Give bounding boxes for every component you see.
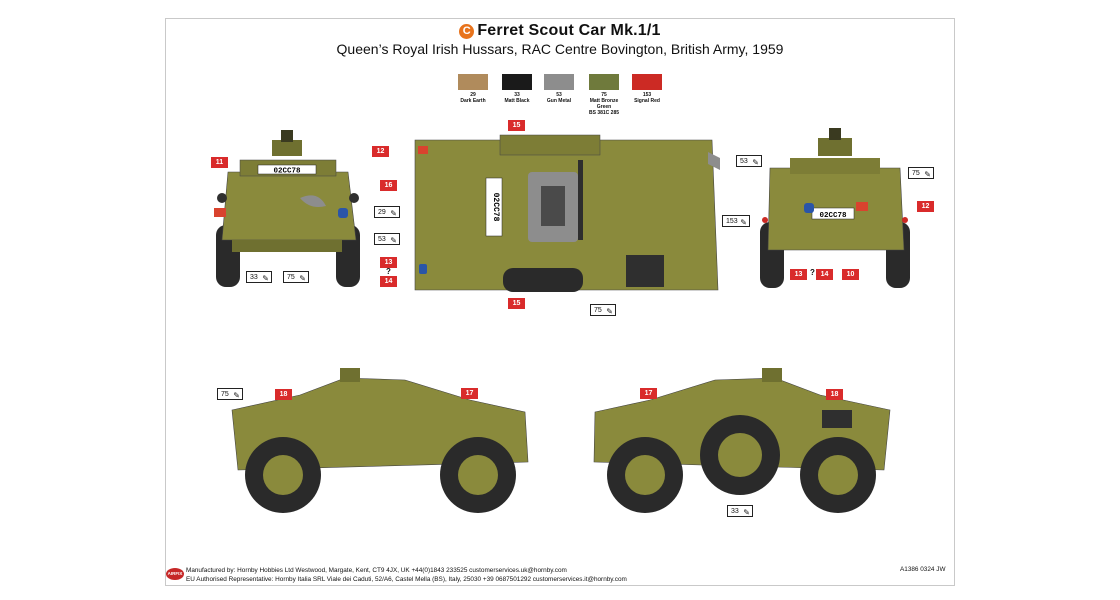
paint-number: 33 [514,92,520,98]
top-view: 02CC78 [414,134,720,292]
callout-decal: 11 [211,157,228,168]
paint-name: Signal Red [634,98,660,104]
front-view: 02CC78 [214,130,360,287]
paint-name: Dark Earth [460,98,486,104]
title-text: Ferret Scout Car Mk.1/1 [477,22,661,39]
right-side-view [593,368,891,513]
footer-manufacturer: Manufactured by: Hornby Hobbies Ltd West… [186,567,567,574]
paint-ref: 75✎ [283,271,309,283]
sheet-code: A1386 0324 JW [900,566,946,573]
callout-decal: 17 [640,388,657,399]
rear-view: 02CC78 [760,128,910,288]
paint-ref: 75✎ [908,167,934,179]
paint-ref: 75✎ [590,304,616,316]
callout-decal: 15 [508,298,525,309]
paint-swatch: 153 Signal Red [631,74,663,104]
paint-swatch: 29 Dark Earth [457,74,489,104]
callout-decal: 16 [380,180,397,191]
callout-decal: 18 [275,389,292,400]
top-plate: 02CC78 [491,193,500,222]
airfix-logo: AIRFIX [166,568,184,580]
footer-eu-rep: EU Authorised Representative: Hornby Ita… [186,576,627,583]
paint-name: Gun Metal [546,98,572,104]
copyright-icon: C [459,24,475,39]
paint-ref: 53✎ [736,155,762,167]
paint-name: Matt Bronze Green [589,98,619,110]
paint-chip [632,74,662,90]
page-subtitle: Queen’s Royal Irish Hussars, RAC Centre … [336,41,784,57]
paint-number: 153 [642,92,652,98]
paint-number: 75 [601,92,607,98]
paint-number: 53 [556,92,562,98]
callout-decal: 12 [372,146,389,157]
paint-swatch: 33 Matt Black [501,74,533,104]
paint-name: Matt Black [504,98,530,104]
paint-ref: 75✎ [217,388,243,400]
instruction-sheet-border [165,18,955,586]
paint-chip [544,74,574,90]
callout-decal: 15 [508,120,525,131]
callout-question: ? [386,267,391,276]
paint-swatch: 75 Matt Bronze Green BS 381C 285 [587,74,621,116]
callout-decal: 10 [842,269,859,280]
rear-plate: 02CC78 [819,212,847,220]
callout-decal: 13 [380,257,397,268]
paint-chip [458,74,488,90]
paint-ref: 153✎ [722,215,750,227]
callout-decal: 18 [826,389,843,400]
paint-swatch: 53 Gun Metal [543,74,575,104]
paint-ref: 33✎ [727,505,753,517]
paint-ref: 53✎ [374,233,400,245]
callout-decal: 12 [917,201,934,212]
paint-number: 29 [470,92,476,98]
paint-extra: BS 381C 285 [588,110,620,116]
left-side-view [231,368,529,513]
callout-decal: 13 [790,269,807,280]
callout-decal: 14 [816,269,833,280]
paint-chip [502,74,532,90]
callout-question: ? [810,268,815,277]
paint-chip [589,74,619,90]
callout-decal: 17 [461,388,478,399]
callout-decal: 14 [380,276,397,287]
front-plate: 02CC78 [273,168,301,176]
paint-ref: 29✎ [374,206,400,218]
paint-ref: 33✎ [246,271,272,283]
